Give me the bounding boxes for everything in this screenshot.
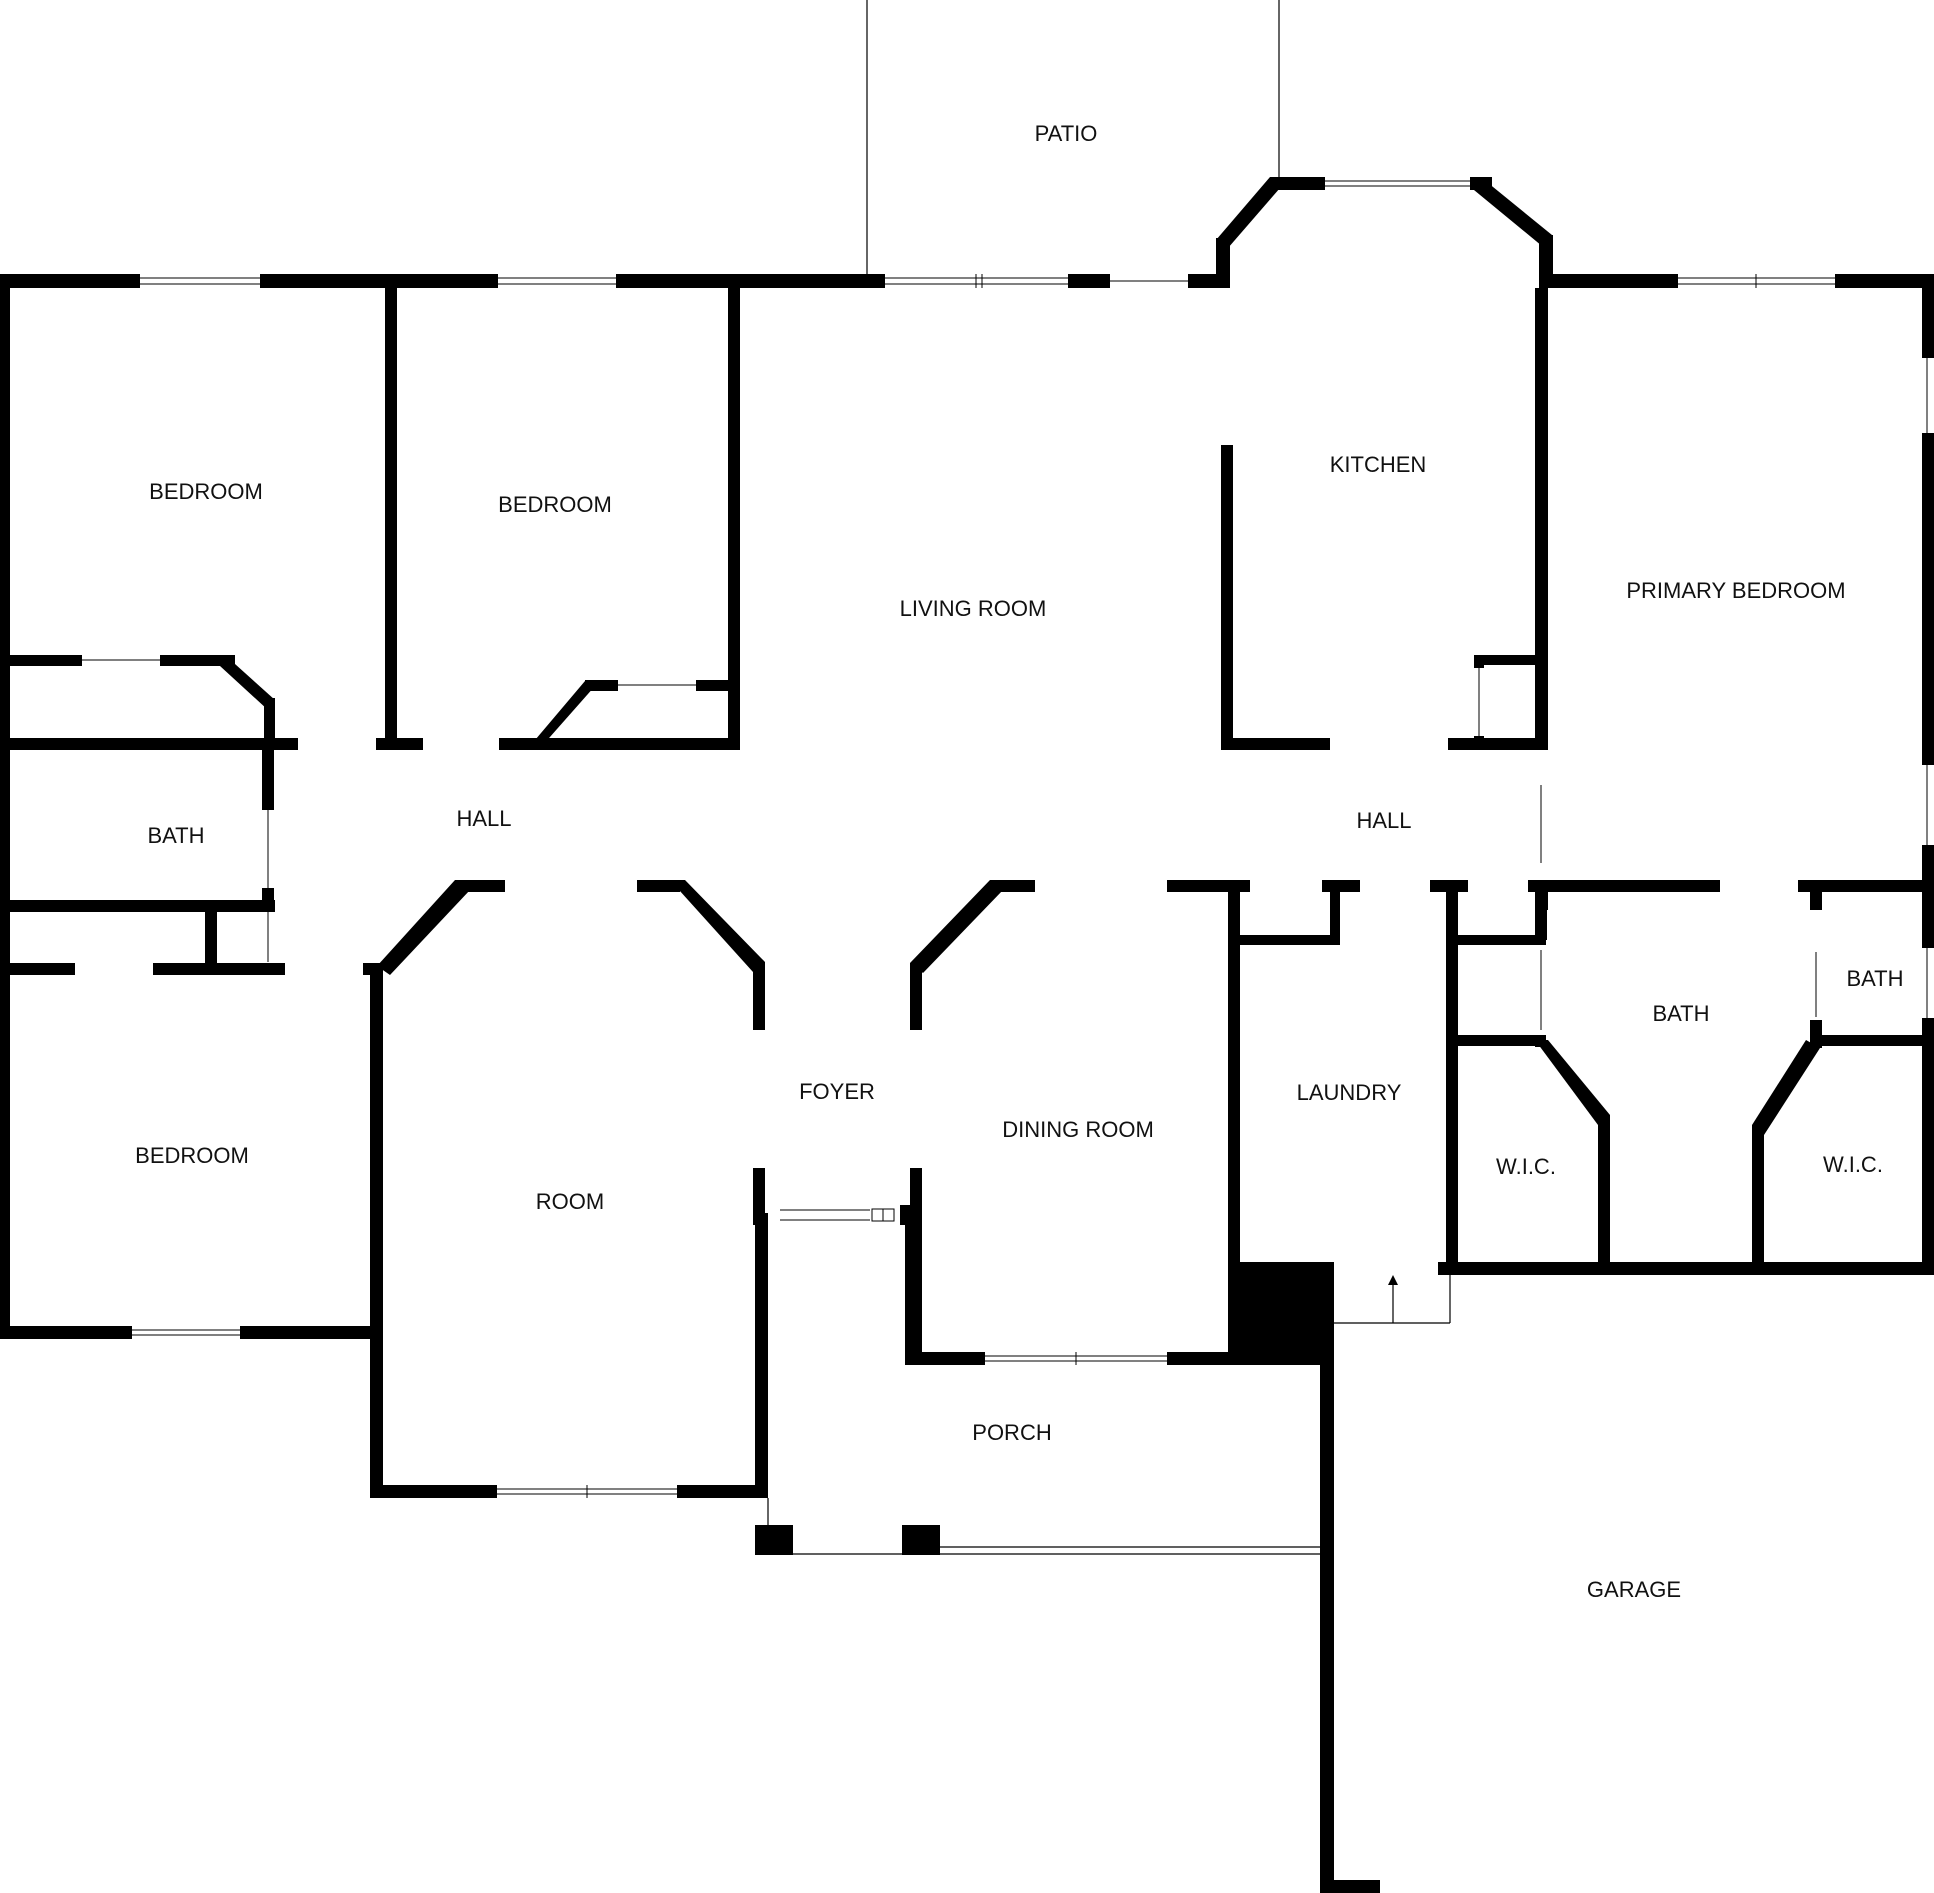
label-dining-room: DINING ROOM [1002,1117,1154,1142]
window-sw-bedroom [132,1326,240,1339]
window-room-top [505,880,637,892]
window-kitchen-bay [1325,177,1470,190]
room-labels: PATIO BEDROOM BEDROOM LIVING ROOM KITCHE… [135,121,1903,1602]
windows [75,177,1934,1498]
label-patio: PATIO [1035,121,1098,146]
exterior-walls [0,177,1934,1893]
arrow-up-icon [1388,1275,1398,1285]
label-wic-w: W.I.C. [1496,1154,1556,1179]
label-bath-w: BATH [147,823,204,848]
door-kitchen-hall [1330,738,1448,750]
label-hall-e: HALL [1356,808,1411,833]
door-n-closet [618,680,696,691]
label-porch: PORCH [972,1420,1051,1445]
window-top-1 [140,274,260,288]
interior-walls [0,274,1934,1365]
window-primary-right-1 [1922,358,1934,433]
label-room: ROOM [536,1189,604,1214]
door-foyer-dining [910,1030,922,1168]
label-hall-w: HALL [456,806,511,831]
door-wic-w [1535,950,1548,1030]
label-bedroom-sw: BEDROOM [135,1143,249,1168]
door-primary-hall [1535,785,1548,863]
door-bath-w [262,810,274,888]
label-garage: GARAGE [1587,1577,1681,1602]
door-laundry [1360,880,1430,892]
door-room-foyer [753,1030,765,1168]
window-dining-bottom [985,1352,1167,1365]
window-room-bottom [497,1485,677,1498]
porch-details [755,1498,1320,1555]
door-nw-closet [82,655,160,666]
door-hall-closet-e [1468,880,1528,892]
patio-outline [866,0,1280,275]
label-primary-bedroom: PRIMARY BEDROOM [1626,578,1845,603]
window-primary-right-2 [1922,765,1934,845]
door-nw-bedroom [298,738,376,750]
garage-steps [1334,1275,1451,1324]
door-laundry-garage [1360,1262,1438,1275]
window-primary-top [1678,274,1835,288]
window-top-3 [885,274,1068,288]
door-sw-closet [75,963,153,975]
door-laundry-closet [1250,880,1322,892]
door-kitchen-pantry [1474,668,1484,736]
window-top-2 [498,274,616,288]
door-front [780,1205,896,1225]
door-linen-w [262,912,274,962]
label-living-room: LIVING ROOM [900,596,1047,621]
label-foyer: FOYER [799,1079,875,1104]
door-n-bedroom [423,738,499,750]
label-kitchen: KITCHEN [1330,452,1427,477]
label-bath-e-small: BATH [1846,966,1903,991]
label-bedroom-n: BEDROOM [498,492,612,517]
door-primary-bath [1720,880,1798,892]
window-bath-e [1922,948,1934,1018]
label-wic-e: W.I.C. [1823,1152,1883,1177]
label-bath-primary: BATH [1652,1001,1709,1026]
label-bedroom-nw: BEDROOM [149,479,263,504]
door-bath-e [1810,952,1822,1017]
door-top [1110,274,1188,288]
label-laundry: LAUNDRY [1297,1080,1402,1105]
window-dining-top [1035,880,1167,892]
door-sw-bedroom [285,963,363,975]
